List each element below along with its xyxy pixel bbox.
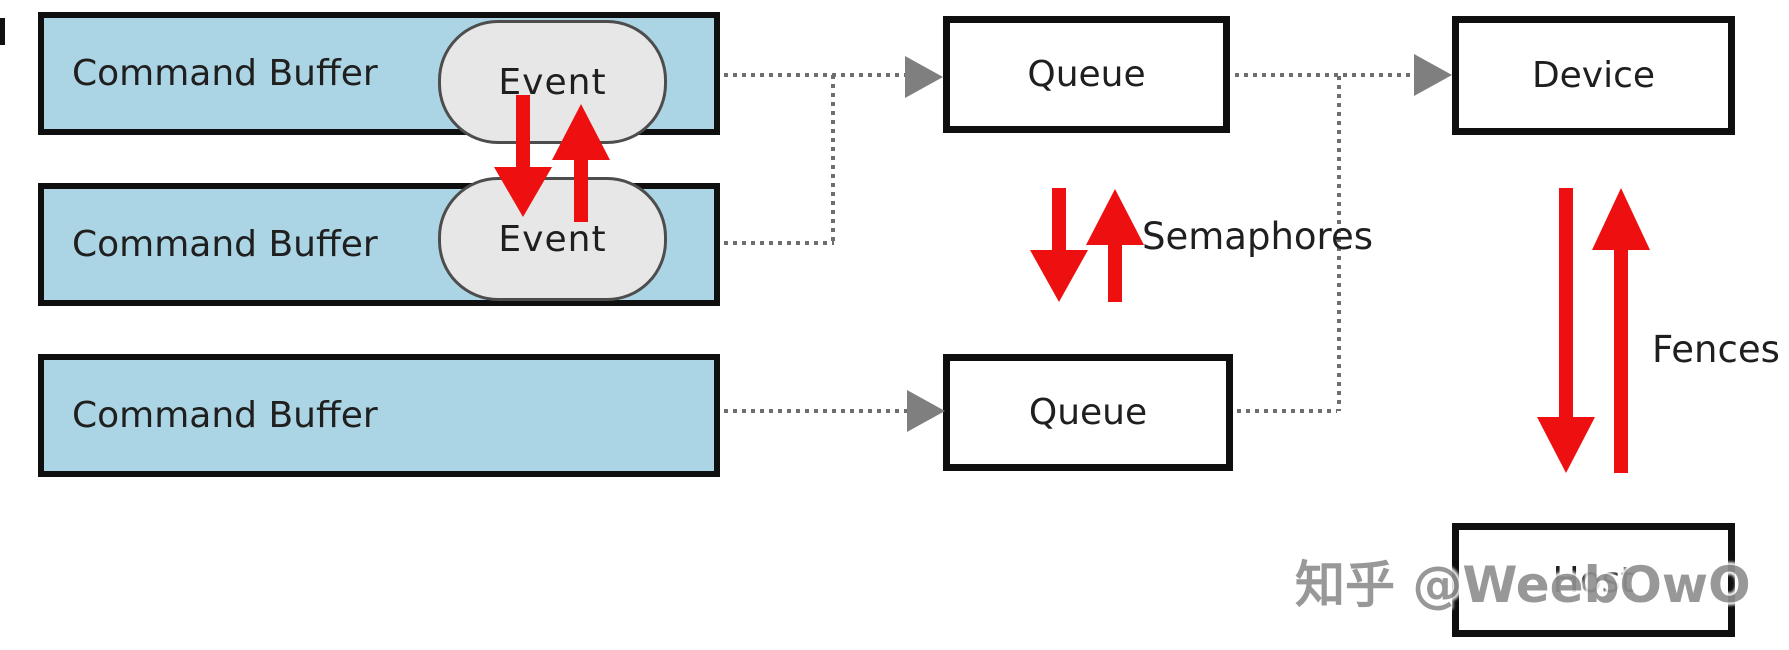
queue-2-box: Queue bbox=[943, 354, 1233, 471]
connector-cb1-to-queue1 bbox=[724, 73, 906, 77]
event-down-arrow-icon bbox=[494, 95, 552, 217]
event-2-label: Event bbox=[498, 218, 607, 260]
zhihu-watermark: 知乎 @WeebOwO bbox=[1295, 556, 1751, 614]
semaphore-down-arrow-shaft bbox=[1052, 188, 1066, 254]
semaphore-up-arrow-shaft bbox=[1108, 239, 1122, 302]
event-up-arrow-shaft bbox=[574, 154, 588, 222]
connector-cb-junction bbox=[831, 75, 835, 243]
fence-down-arrow-head bbox=[1537, 417, 1595, 473]
fence-down-arrow-icon bbox=[1537, 188, 1595, 473]
host-label: Host bbox=[1552, 559, 1635, 601]
command-buffer-3-label: Command Buffer bbox=[72, 395, 378, 436]
semaphore-down-arrow-head bbox=[1030, 250, 1088, 302]
connector-queue-junction bbox=[1337, 76, 1341, 411]
fence-up-arrow-icon bbox=[1592, 188, 1650, 473]
device-box: Device bbox=[1452, 16, 1735, 135]
host-box: Host bbox=[1452, 523, 1735, 637]
event-down-arrow-head bbox=[494, 167, 552, 217]
event-down-arrow-shaft bbox=[516, 95, 530, 175]
fence-down-arrow-shaft bbox=[1559, 188, 1573, 423]
connector-cb2-branch bbox=[724, 241, 834, 245]
event-up-arrow-head bbox=[552, 104, 610, 160]
queue-1-label: Queue bbox=[1027, 54, 1146, 95]
command-buffer-3-box: Command Buffer bbox=[38, 354, 720, 477]
command-buffer-2-label: Command Buffer bbox=[72, 224, 378, 265]
fence-up-arrow-shaft bbox=[1614, 244, 1628, 473]
command-buffer-1-label: Command Buffer bbox=[72, 53, 378, 94]
edge-artifact bbox=[0, 18, 5, 45]
queue-2-label: Queue bbox=[1028, 392, 1148, 433]
fences-label: Fences bbox=[1652, 328, 1780, 371]
connector-queue1-to-device bbox=[1235, 73, 1415, 77]
arrowhead-into-queue2-icon bbox=[907, 390, 945, 432]
event-2-capsule: Event bbox=[438, 177, 667, 301]
semaphores-label: Semaphores bbox=[1142, 215, 1373, 258]
arrowhead-into-device-icon bbox=[1414, 54, 1452, 96]
semaphore-up-arrow-icon bbox=[1086, 189, 1144, 302]
event-up-arrow-icon bbox=[552, 104, 610, 222]
connector-cb3-to-queue2 bbox=[724, 409, 908, 413]
queue-1-box: Queue bbox=[943, 16, 1230, 133]
semaphore-up-arrow-head bbox=[1086, 189, 1144, 245]
semaphore-down-arrow-icon bbox=[1030, 188, 1088, 302]
fence-up-arrow-head bbox=[1592, 188, 1650, 250]
arrowhead-into-queue1-icon bbox=[905, 56, 943, 98]
device-label: Device bbox=[1531, 55, 1656, 96]
connector-queue2-branch bbox=[1237, 409, 1337, 413]
